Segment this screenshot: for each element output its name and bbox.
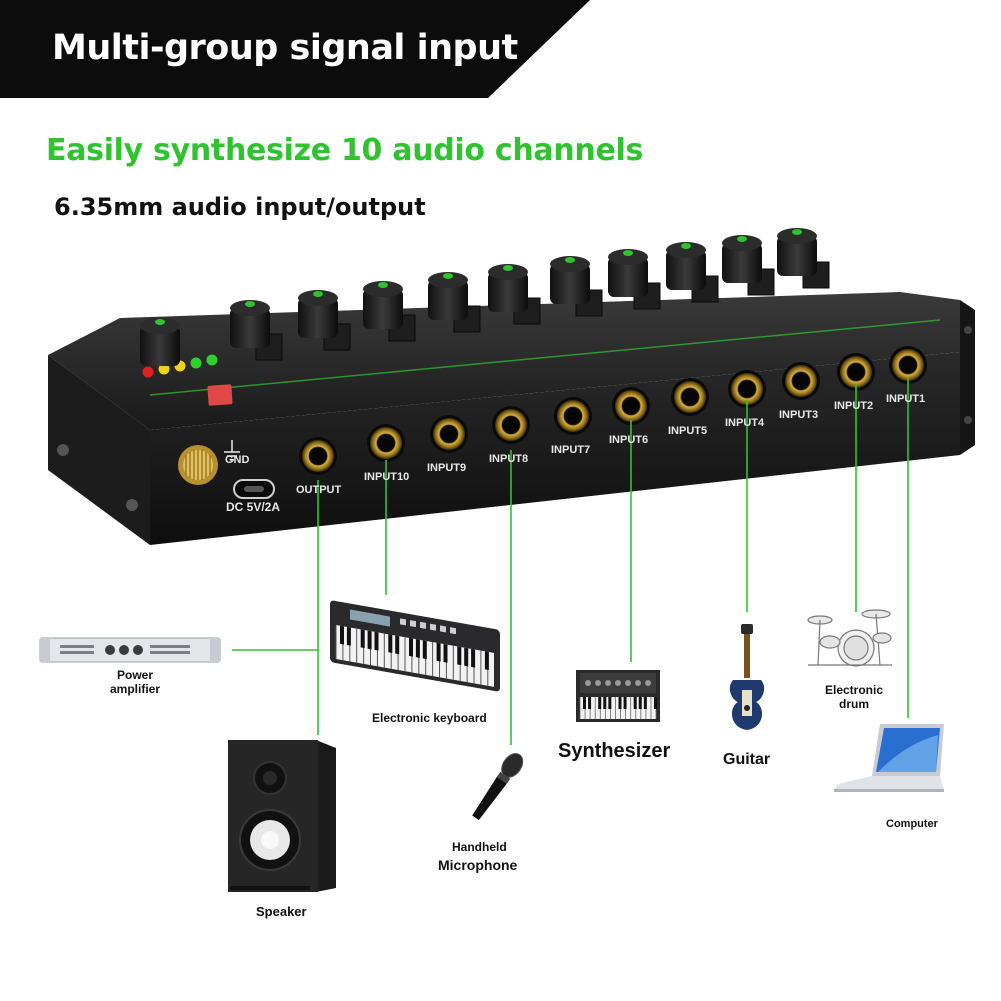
- ground-terminal: [178, 445, 218, 485]
- microphone-label: Microphone: [438, 857, 518, 873]
- handheld-label: Handheld: [452, 840, 507, 854]
- synthesizer-label: Synthesizer: [558, 740, 671, 762]
- electronic-keyboard-label: Electronic keyboard: [372, 711, 487, 725]
- jack-input9: [430, 415, 468, 453]
- computer-image: [834, 724, 944, 792]
- knob-5: [428, 272, 481, 333]
- jack-label-input9: INPUT9: [427, 462, 467, 474]
- jack-label-input4: INPUT4: [725, 417, 765, 429]
- gnd-label: GND: [225, 454, 250, 466]
- computer-label: Computer: [886, 818, 938, 830]
- knob-4: [363, 281, 416, 342]
- guitar-image: [729, 624, 765, 730]
- jack-input4: [728, 370, 766, 408]
- power-switch: [207, 384, 233, 406]
- jack-label-input1: INPUT1: [886, 393, 926, 405]
- jack-label-input3: INPUT3: [779, 409, 819, 421]
- jack-label-input6: INPUT6: [609, 434, 649, 446]
- jack-output: [299, 437, 337, 475]
- jack-label-input2: INPUT2: [834, 400, 874, 412]
- knob-11: [777, 228, 830, 289]
- title-banner: Multi-group signal input: [0, 0, 590, 98]
- guitar-label: Guitar: [723, 751, 771, 768]
- knob-8: [608, 249, 661, 310]
- electronic-keyboard-image: [330, 600, 500, 692]
- jack-label-output: OUTPUT: [296, 484, 342, 496]
- banner-shape: [0, 0, 590, 98]
- led-2: [158, 363, 170, 375]
- knob-1: [140, 318, 180, 366]
- knob-2: [230, 300, 283, 361]
- mixer-side-face: [960, 300, 975, 455]
- mixer-left-face: [48, 355, 150, 545]
- knob-6: [488, 264, 541, 325]
- jack-label-input8: INPUT8: [489, 453, 529, 465]
- power-amplifier-label: Power amplifier: [109, 668, 160, 696]
- speaker-image: [228, 740, 336, 892]
- led-1: [142, 366, 154, 378]
- knob-3: [298, 290, 351, 351]
- jack-input3: [782, 362, 820, 400]
- speaker-label: Speaker: [256, 904, 307, 919]
- power-label: DC 5V/2A: [226, 500, 281, 514]
- knob-10: [722, 235, 775, 296]
- jack-input2: [837, 353, 875, 391]
- subline: 6.35mm audio input/output: [54, 193, 426, 221]
- power-amplifier-image: [39, 637, 221, 663]
- banner-title: Multi-group signal input: [52, 28, 518, 68]
- connection-lines: [232, 378, 909, 745]
- led-5: [206, 354, 218, 366]
- jack-input10: [367, 424, 405, 462]
- jack-input6: [612, 387, 650, 425]
- jack-label-input5: INPUT5: [668, 425, 708, 437]
- led-4: [190, 357, 202, 369]
- microphone-image: [472, 753, 524, 821]
- jack-label-input10: INPUT10: [364, 471, 410, 483]
- headline: Easily synthesize 10 audio channels: [46, 133, 644, 168]
- jack-input1: [889, 346, 927, 384]
- knob-7: [550, 256, 603, 317]
- knob-9: [666, 242, 719, 303]
- electronic-drum-label: Electronic drum: [824, 683, 884, 711]
- electronic-drum-image: [807, 609, 892, 667]
- synthesizer-image: [576, 670, 660, 722]
- jack-input5: [671, 378, 709, 416]
- jack-label-input7: INPUT7: [551, 444, 591, 456]
- jack-input8: [492, 406, 530, 444]
- jack-input7: [554, 397, 592, 435]
- ground-symbol: [224, 440, 240, 461]
